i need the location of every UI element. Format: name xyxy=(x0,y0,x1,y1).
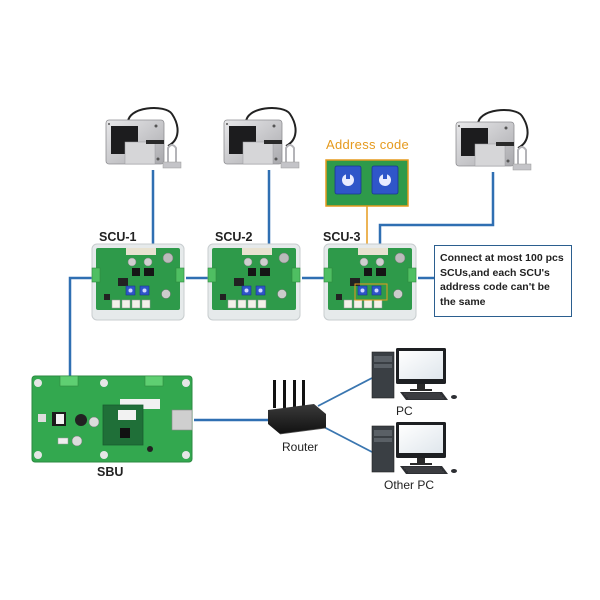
sbu-label: SBU xyxy=(97,465,124,479)
other-pc-icon xyxy=(371,421,458,475)
electric-lock-1 xyxy=(105,107,182,169)
address-code-board xyxy=(325,159,409,207)
scu-1-label: SCU-1 xyxy=(99,230,137,244)
link-router-other-pc xyxy=(317,423,373,453)
sbu-board xyxy=(31,375,193,463)
scu-3-label: SCU-3 xyxy=(323,230,361,244)
link-lock3-scu3 xyxy=(378,172,495,245)
connection-lines xyxy=(68,170,495,422)
rotary-switch-icon xyxy=(379,174,391,186)
scu-2-label: SCU-2 xyxy=(215,230,253,244)
electric-lock-3 xyxy=(455,109,532,171)
pc-label: PC xyxy=(396,404,413,418)
router-label: Router xyxy=(282,440,319,454)
other-pc-label: Other PC xyxy=(384,478,435,492)
note-text: Connect at most 100 pcs SCUs,and each SC… xyxy=(440,252,564,308)
scu-3-address-highlight xyxy=(354,283,388,301)
link-sbu-scu1 xyxy=(68,276,92,378)
rotary-switch-icon xyxy=(342,174,354,186)
scu-1-board xyxy=(91,243,185,321)
address-code-label: Address code xyxy=(326,137,410,152)
router-pc-lines xyxy=(317,377,373,453)
scu-2-board xyxy=(207,243,301,321)
link-router-pc xyxy=(317,377,373,407)
router-icon xyxy=(268,380,327,435)
scu-3-board xyxy=(323,243,417,321)
electric-lock-2 xyxy=(223,107,300,169)
note-box: Connect at most 100 pcs SCUs,and each SC… xyxy=(434,245,572,317)
pc-icon xyxy=(371,347,458,401)
